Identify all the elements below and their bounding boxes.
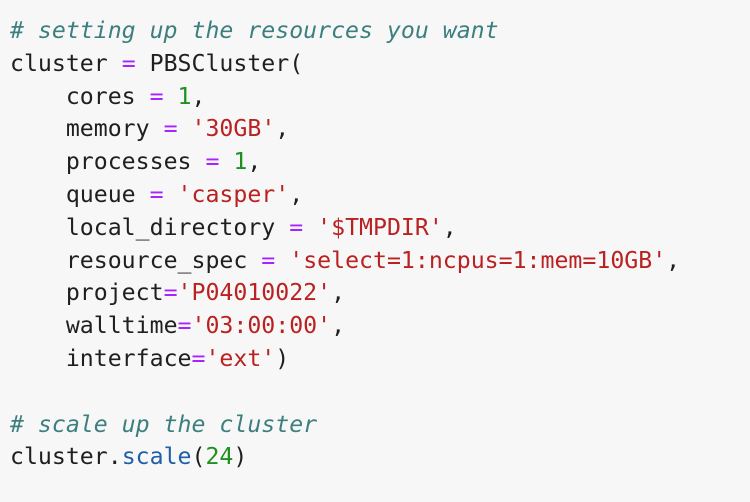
code-token-comment: # scale up the cluster — [10, 410, 318, 438]
code-token-plain: cores — [65, 82, 150, 110]
code-line — [10, 376, 680, 409]
code-line: local_directory = '$TMPDIR', — [10, 212, 680, 245]
code-token-plain: , — [331, 312, 346, 340]
code-token-plain: , — [331, 279, 346, 307]
code-token-str: '$TMPDIR' — [317, 213, 443, 241]
code-token-op: = — [121, 49, 136, 77]
code-token-plain — [275, 247, 289, 274]
code-token-str: '30GB' — [191, 115, 276, 143]
code-token-plain: ) — [233, 443, 248, 471]
code-token-plain: , — [442, 213, 457, 241]
code-token-plain: resource_spec — [65, 246, 262, 274]
code-line: cluster = PBSCluster( — [10, 48, 680, 81]
code-token-plain — [219, 148, 233, 175]
code-line: walltime='03:00:00', — [10, 310, 680, 343]
code-token-plain: cluster — [10, 49, 122, 77]
code-line: cluster.scale(24) — [10, 441, 680, 474]
code-token-str: 'select=1:ncpus=1:mem=10GB' — [289, 246, 667, 274]
code-line: # scale up the cluster — [10, 409, 680, 442]
code-indent — [10, 345, 66, 372]
code-line: cores = 1, — [10, 81, 680, 114]
code-token-op: = — [149, 82, 164, 110]
code-token-plain — [164, 83, 178, 110]
code-indent — [10, 181, 66, 208]
code-editor[interactable]: # setting up the resources you want clust… — [10, 15, 680, 474]
code-token-num: 1 — [177, 82, 192, 110]
code-token-plain: queue — [65, 180, 150, 208]
code-token-plain: project — [65, 279, 164, 307]
code-token-str: 'P04010022' — [177, 279, 332, 307]
code-indent — [10, 247, 66, 274]
code-line: processes = 1, — [10, 146, 680, 179]
code-token-plain: interface — [65, 344, 192, 372]
code-line: project='P04010022', — [10, 277, 680, 310]
code-token-plain: PBSCluster( — [135, 49, 304, 77]
code-indent — [10, 312, 66, 339]
code-token-plain: , — [275, 115, 290, 143]
code-token-op: = — [163, 115, 178, 143]
code-indent — [10, 83, 66, 110]
code-token-op: = — [191, 344, 206, 372]
code-token-op: = — [177, 312, 192, 340]
code-token-attr: scale — [121, 443, 192, 471]
code-token-plain: cluster. — [10, 443, 122, 471]
code-token-plain: ( — [191, 443, 206, 471]
code-line: queue = 'casper', — [10, 179, 680, 212]
code-token-op: = — [149, 180, 164, 208]
code-token-plain: ) — [275, 344, 290, 372]
code-token-plain — [178, 115, 192, 142]
code-token-num: 24 — [205, 443, 234, 471]
code-token-str: 'casper' — [177, 180, 290, 208]
code-token-plain: memory — [65, 115, 164, 143]
code-token-plain: , — [666, 246, 681, 274]
code-token-op: = — [289, 213, 304, 241]
code-token-str: '03:00:00' — [191, 312, 332, 340]
code-indent — [10, 214, 66, 241]
code-token-plain: , — [289, 180, 304, 208]
code-line: interface='ext') — [10, 343, 680, 376]
code-line: resource_spec = 'select=1:ncpus=1:mem=10… — [10, 245, 680, 278]
code-token-plain: , — [191, 82, 206, 110]
code-token-plain: walltime — [65, 312, 178, 340]
code-indent — [10, 115, 66, 142]
code-token-op: = — [163, 279, 178, 307]
code-token-plain — [303, 214, 317, 241]
code-token-num: 1 — [233, 148, 248, 176]
code-token-plain: local_directory — [65, 213, 290, 241]
code-indent — [10, 279, 66, 306]
code-token-plain — [164, 181, 178, 208]
code-token-op: = — [205, 148, 220, 176]
code-token-comment: # setting up the resources you want — [10, 17, 499, 44]
code-indent — [10, 148, 66, 175]
code-token-str: 'ext' — [205, 344, 276, 372]
code-token-plain: processes — [65, 148, 206, 176]
code-token-plain: , — [247, 148, 262, 176]
code-line: # setting up the resources you want — [10, 15, 680, 48]
code-token-op: = — [261, 246, 276, 274]
code-line: memory = '30GB', — [10, 113, 680, 146]
